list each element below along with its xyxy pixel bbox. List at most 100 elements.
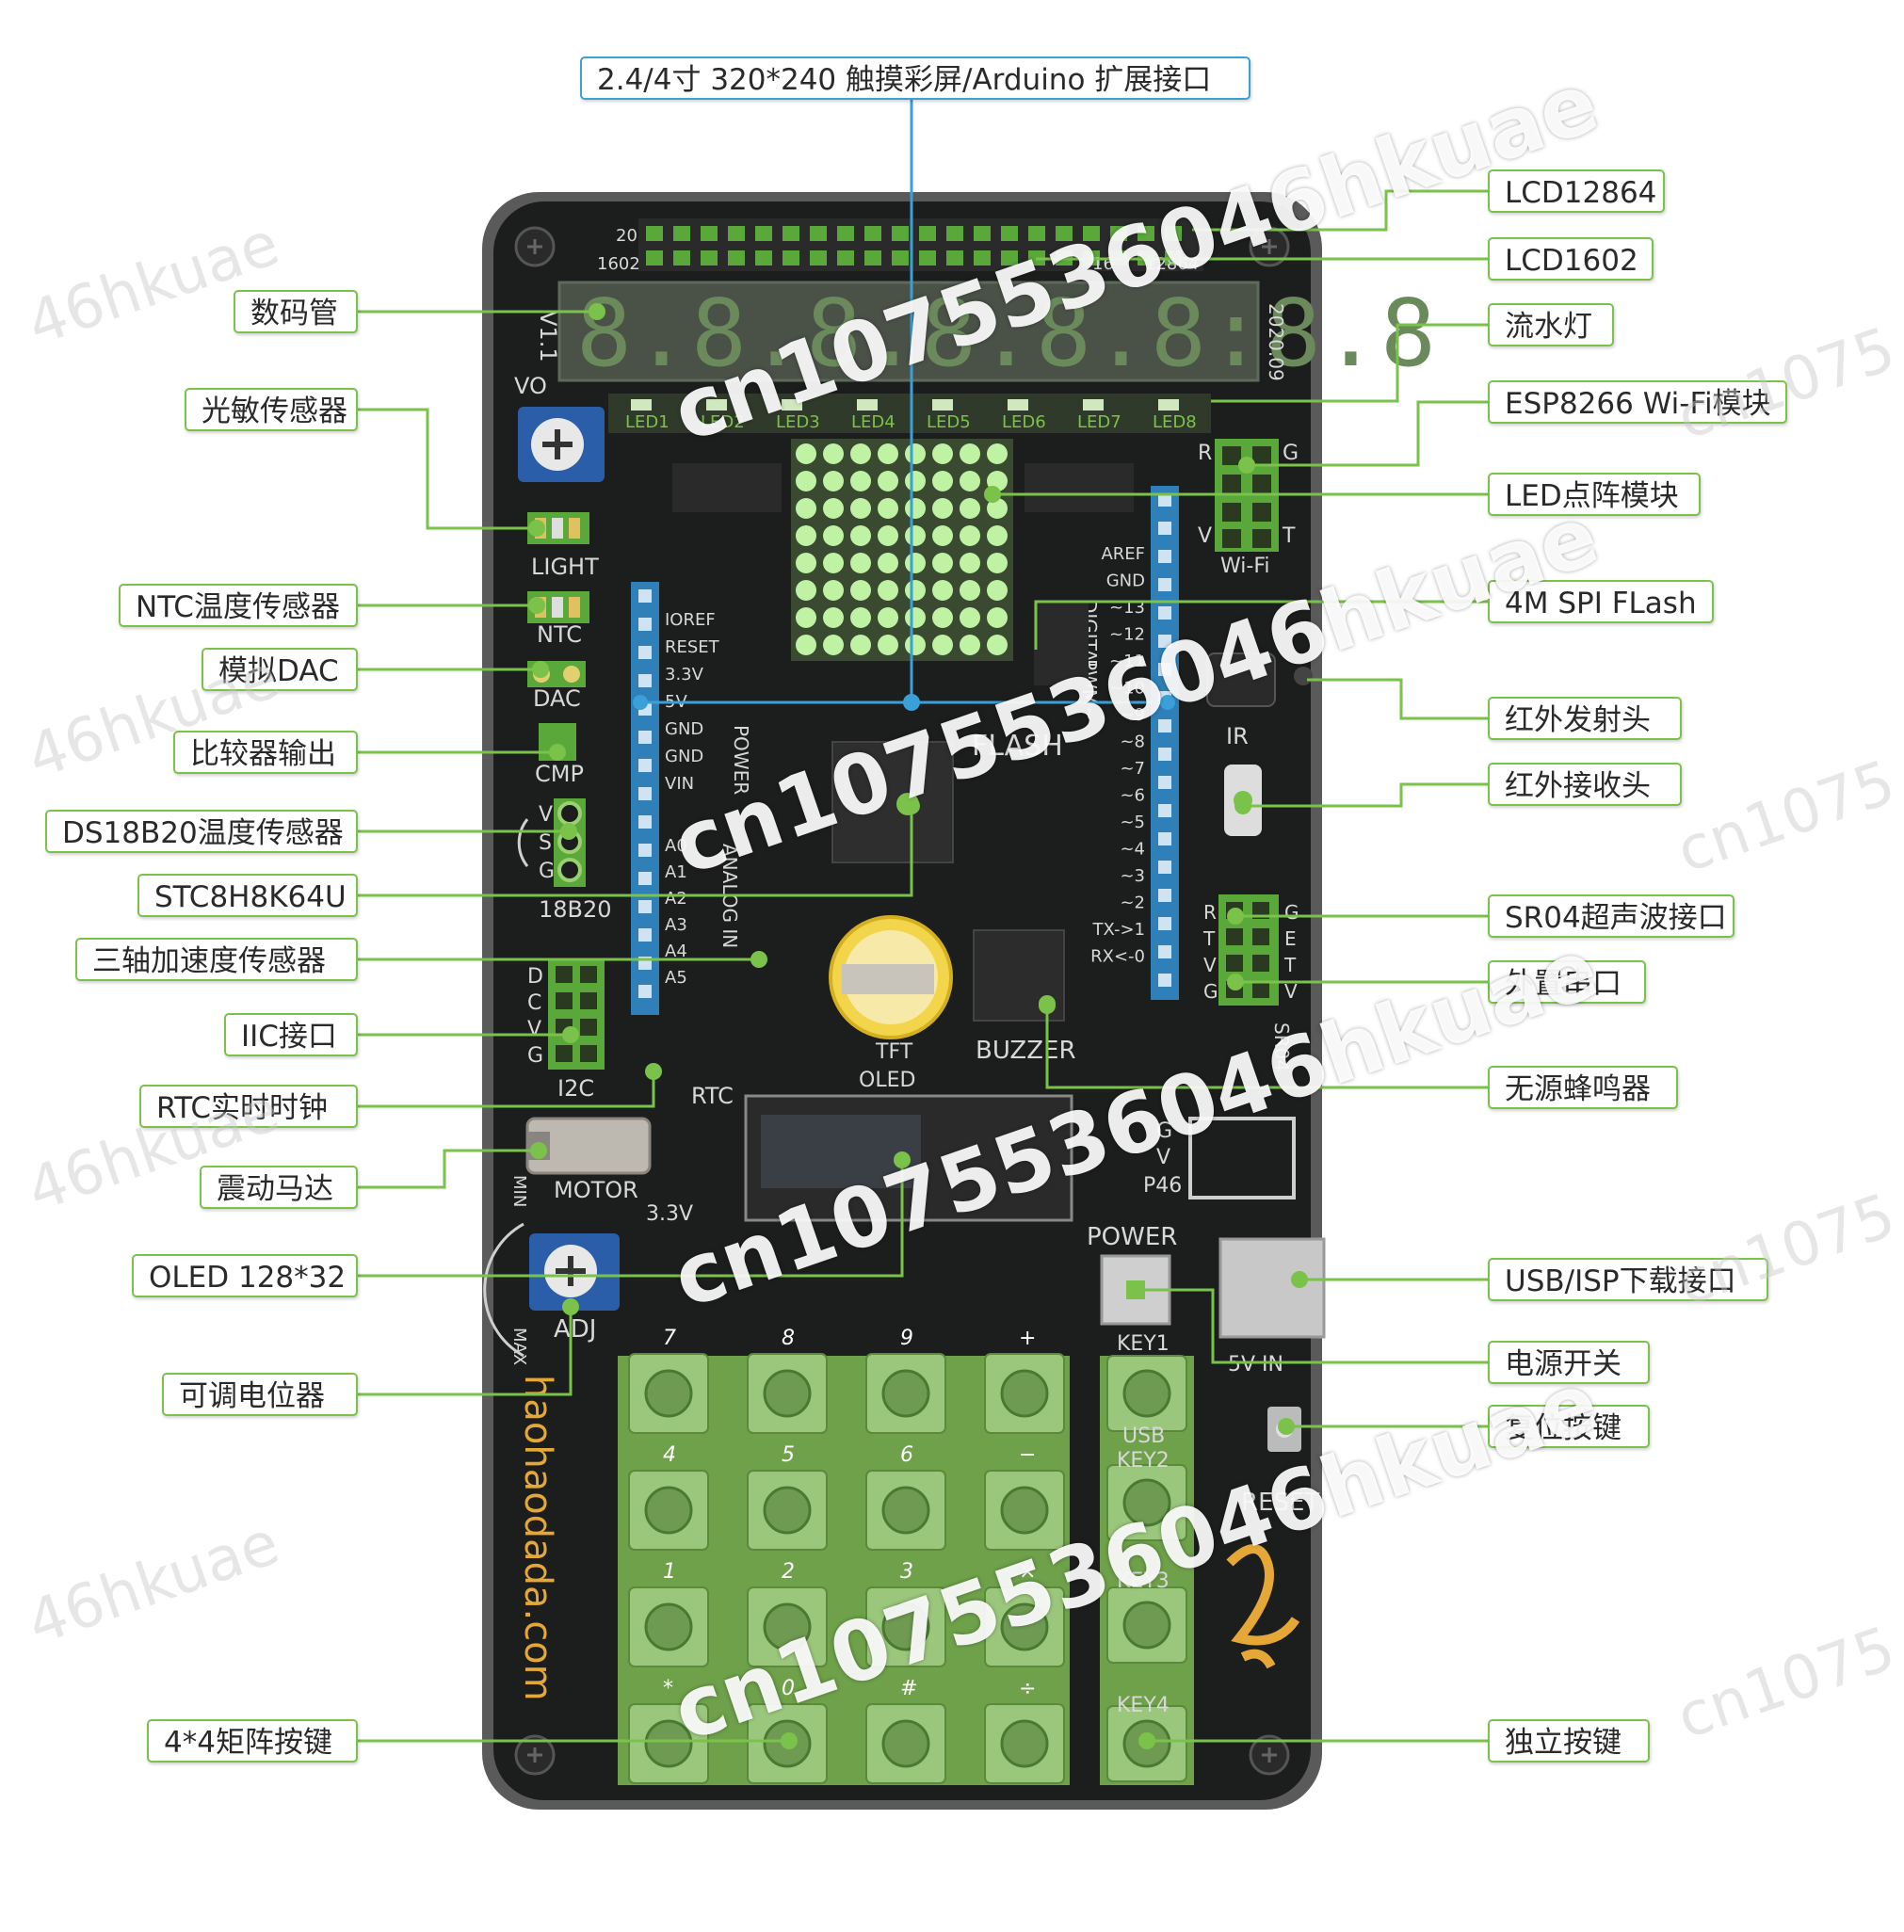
label-buzzer: 无源蜂鸣器 bbox=[1488, 1066, 1678, 1109]
key-symbol: * bbox=[663, 1677, 673, 1700]
matrix-led bbox=[823, 443, 844, 464]
header-pin bbox=[946, 226, 963, 241]
adj-label: ADJ bbox=[554, 1315, 596, 1344]
matrix-led bbox=[796, 498, 816, 519]
matrix-led bbox=[850, 580, 871, 601]
arduino-right-pin-label: GND bbox=[1106, 572, 1145, 591]
matrix-led bbox=[905, 553, 926, 573]
callout-dot bbox=[1127, 1281, 1144, 1298]
callout-dot bbox=[1227, 908, 1244, 925]
arduino-analog-pin-label: A5 bbox=[665, 968, 687, 988]
label-oled: OLED 128*32 bbox=[132, 1254, 358, 1297]
key-cap bbox=[644, 1369, 693, 1418]
header-pin bbox=[1001, 226, 1018, 241]
arduino-right-pin-label: ~7 bbox=[1120, 759, 1145, 779]
callout-lines bbox=[358, 100, 1488, 1749]
key-symbol: + bbox=[1019, 1327, 1036, 1350]
callout-dot bbox=[1278, 1418, 1295, 1435]
led-label: LED5 bbox=[927, 412, 971, 432]
left-sensors: LIGHT NTC DAC CMP V S G 18B20 D C V G I2… bbox=[517, 512, 734, 1109]
mcu-chip bbox=[831, 741, 954, 863]
matrix-led bbox=[932, 635, 953, 655]
callout-dot bbox=[645, 1063, 662, 1080]
arduino-pin bbox=[1158, 635, 1171, 648]
label-sr04: SR04超声波接口 bbox=[1488, 894, 1735, 938]
header-pin bbox=[837, 226, 854, 241]
callout-line bbox=[358, 1071, 655, 1108]
callout-line bbox=[358, 1307, 573, 1396]
matrix-led bbox=[878, 471, 898, 491]
light-label: LIGHT bbox=[531, 554, 599, 580]
matrix-led bbox=[796, 635, 816, 655]
matrix-led bbox=[987, 607, 1008, 628]
i2c-pin-v: V bbox=[527, 1018, 541, 1041]
key-cap bbox=[1122, 1601, 1171, 1650]
matrix-led bbox=[878, 553, 898, 573]
label-power-switch: 电源开关 bbox=[1488, 1341, 1650, 1384]
key-symbol: 0 bbox=[782, 1677, 795, 1700]
callout-dot bbox=[1227, 974, 1244, 990]
arduino-analog-pin-label: A3 bbox=[665, 915, 687, 935]
matrix-led bbox=[823, 498, 844, 519]
matrix-led bbox=[905, 443, 926, 464]
key-symbol: 2 bbox=[782, 1560, 795, 1584]
arduino-pin bbox=[1158, 889, 1171, 902]
arduino-left-pin-label: 3.3V bbox=[665, 665, 704, 684]
arduino-pin bbox=[638, 759, 652, 772]
led-label: LED8 bbox=[1153, 412, 1197, 432]
arduino-pin bbox=[638, 844, 652, 857]
callout-dot bbox=[1238, 457, 1255, 474]
matrix-led bbox=[878, 580, 898, 601]
arduino-pin bbox=[638, 815, 652, 829]
callout-dot bbox=[1234, 797, 1251, 814]
matrix-led bbox=[796, 553, 816, 573]
lcd-header-strip: 20 1602 12864 16 bbox=[597, 218, 1203, 274]
matrix-led bbox=[796, 443, 816, 464]
cmp-label: CMP bbox=[535, 761, 584, 787]
header-pin bbox=[673, 226, 690, 241]
label-esp8266: ESP8266 Wi-Fi模块 bbox=[1488, 380, 1787, 424]
matrix-led bbox=[905, 498, 926, 519]
matrix-led bbox=[932, 525, 953, 546]
label-ir-receiver: 红外接收头 bbox=[1488, 763, 1682, 806]
key-cap bbox=[881, 1369, 930, 1418]
key-symbol: 7 bbox=[663, 1327, 676, 1350]
matrix-led bbox=[905, 471, 926, 491]
header-pin bbox=[728, 226, 745, 241]
matrix-led bbox=[823, 553, 844, 573]
label-accelerometer: 三轴加速度传感器 bbox=[75, 938, 358, 981]
key-symbol: ÷ bbox=[1019, 1677, 1036, 1700]
key-cap bbox=[881, 1602, 930, 1651]
wifi-pin-g: G bbox=[1283, 442, 1299, 465]
arduino-right-pin-label: ~12 bbox=[1109, 625, 1145, 645]
label-comparator: 比较器输出 bbox=[173, 731, 358, 774]
matrix-led bbox=[932, 443, 953, 464]
arduino-right-pin-label: ~5 bbox=[1120, 813, 1145, 832]
key-symbol: 1 bbox=[663, 1560, 676, 1584]
label-mcu: STC8H8K64U bbox=[137, 874, 358, 917]
arduino-analog-pin-label: A0 bbox=[665, 836, 687, 856]
led-label: LED7 bbox=[1077, 412, 1121, 432]
callout-line bbox=[1136, 1288, 1488, 1364]
matrix-led bbox=[850, 471, 871, 491]
header-pin bbox=[646, 226, 663, 241]
key-cap bbox=[1000, 1602, 1049, 1651]
arduino-pin bbox=[638, 928, 652, 942]
i2c-pin-d: D bbox=[527, 965, 543, 989]
key-cap bbox=[1000, 1486, 1049, 1535]
callout-dot bbox=[560, 823, 577, 840]
matrix-led bbox=[960, 607, 980, 628]
label-reset-key: 复位按键 bbox=[1488, 1405, 1650, 1448]
key-symbol: 8 bbox=[782, 1327, 795, 1350]
servo-pin-v: V bbox=[1156, 1146, 1170, 1169]
callout-dot bbox=[530, 1142, 547, 1159]
matrix-led bbox=[960, 498, 980, 519]
key-cap bbox=[763, 1602, 812, 1651]
logo-icon bbox=[1226, 1544, 1300, 1669]
header-pin bbox=[646, 250, 663, 266]
matrix-led bbox=[960, 580, 980, 601]
callout-line bbox=[358, 1160, 904, 1278]
callout-dot bbox=[549, 744, 566, 761]
